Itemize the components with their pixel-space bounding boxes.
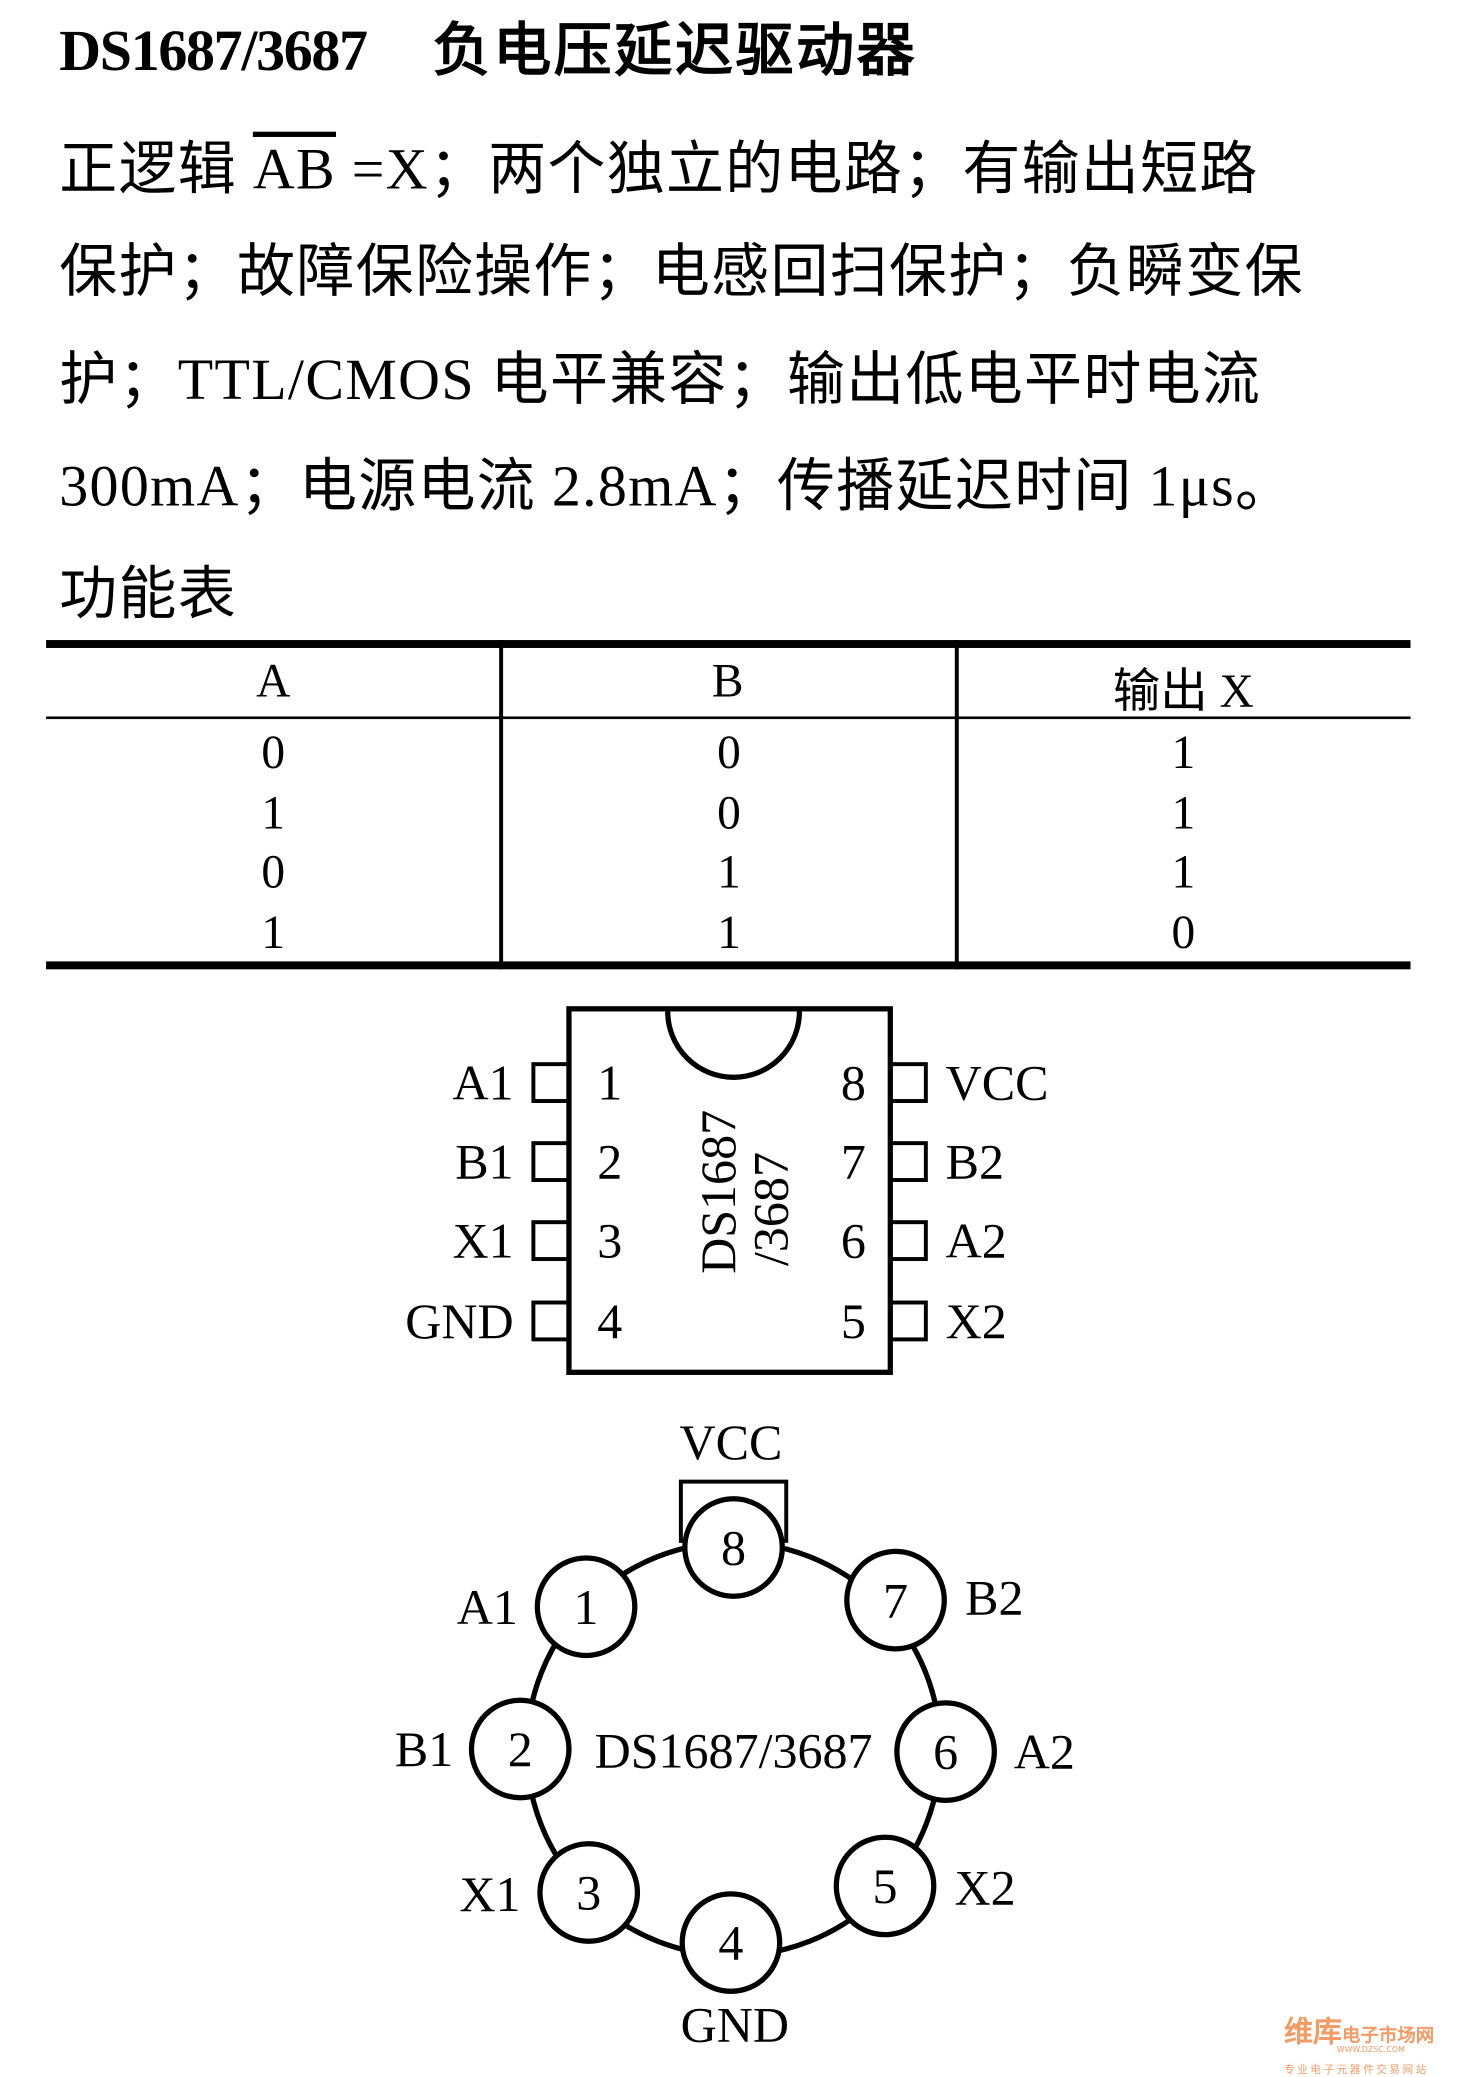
pin-name: B1 — [395, 1721, 453, 1777]
pin-name: X2 — [946, 1293, 1007, 1349]
pin-circle — [468, 1697, 572, 1801]
pin-name: A1 — [457, 1579, 518, 1635]
pin-lead — [888, 1300, 928, 1342]
pin-lead — [888, 1220, 928, 1262]
pin-number: 7 — [841, 1134, 866, 1190]
pin-number: 1 — [597, 1055, 622, 1111]
pin-name: GND — [681, 1996, 789, 2052]
table-cell: 1 — [261, 905, 286, 959]
column-divider — [954, 640, 959, 970]
pin-lead — [531, 1220, 571, 1262]
pin-name: A1 — [452, 1055, 513, 1111]
chip-notch — [665, 1011, 803, 1080]
pin-name: B2 — [965, 1570, 1023, 1626]
pin-name: B1 — [455, 1134, 513, 1190]
pin-circle — [894, 1700, 997, 1803]
pin-name: VCC — [679, 1414, 782, 1470]
pin-circle — [537, 1841, 641, 1944]
header-x: 输出 X — [1112, 665, 1254, 718]
description-line-2: 保护；故障保险操作；电感回扫保护；负瞬变保 — [59, 239, 1304, 305]
header-b: B — [711, 654, 744, 708]
description-line-3: 护；TTL/CMOS 电平兼容；输出低电平时电流 — [59, 347, 1262, 413]
pin-number: 6 — [841, 1213, 866, 1269]
text: 正逻辑 — [59, 136, 253, 202]
table-cell: 1 — [1171, 845, 1196, 899]
pin-number: 1 — [574, 1579, 599, 1635]
pin-name: B2 — [946, 1134, 1004, 1190]
pin-lead — [531, 1141, 571, 1183]
device-name: 负电压延迟驱动器 — [432, 18, 918, 83]
pin-circle — [833, 1834, 937, 1938]
table-cell: 1 — [261, 785, 286, 839]
pin-name: X2 — [955, 1859, 1016, 1915]
function-table: A B 输出 X 0 0 1 1 0 1 0 1 1 1 1 0 — [46, 640, 1411, 970]
table-cell: 1 — [1171, 725, 1196, 779]
pin-circle — [679, 1891, 783, 1994]
watermark: 维库电子市场网 WWW.DZSC.COM 专业电子元器件交易网站 — [1284, 2008, 1434, 2076]
table-caption: 功能表 — [59, 562, 238, 627]
table-cell: 1 — [1171, 785, 1196, 839]
pin-name: VCC — [946, 1055, 1049, 1111]
watermark-slogan: 专业电子元器件交易网站 — [1284, 2063, 1429, 2076]
dip-package: DS1687 /3687 1 A1 2 B1 3 X1 4 GND 8 VCC 7 B2 6 A2 5 X2 — [405, 1006, 1049, 1375]
overlined-ab: AB — [252, 136, 336, 202]
table-rule — [46, 716, 1411, 720]
pin-number: 5 — [873, 1858, 898, 1914]
part-number: DS1687/3687 — [59, 18, 368, 83]
pin-name: X1 — [452, 1213, 513, 1269]
table-rule — [46, 961, 1411, 970]
pin-number: 3 — [576, 1865, 601, 1921]
description-line-4: 300mA；电源电流 2.8mA；传播延迟时间 1μs。 — [59, 454, 1295, 519]
pin-number: 8 — [841, 1055, 866, 1111]
pin-number: 8 — [721, 1520, 746, 1576]
pin-circle — [844, 1548, 947, 1652]
pin-circle — [534, 1555, 638, 1659]
pin-number: 2 — [597, 1134, 622, 1190]
watermark-brand: 维库 — [1284, 2016, 1343, 2050]
chip-body — [566, 1006, 893, 1375]
table-rule — [46, 640, 1411, 648]
table-cell: 0 — [261, 845, 286, 899]
pin-number: 6 — [933, 1724, 958, 1780]
pin-number: 3 — [597, 1213, 622, 1269]
page-title: DS1687/3687 负电压延迟驱动器 — [59, 3, 917, 87]
pin-lead — [888, 1062, 928, 1103]
chip-label-1: DS1687 — [690, 1110, 746, 1274]
pin-lead — [888, 1141, 928, 1183]
pin-number: 4 — [597, 1293, 622, 1349]
pin-number: 5 — [841, 1293, 866, 1349]
watermark-sub: 电子市场网 — [1342, 2025, 1435, 2047]
table-cell: 1 — [717, 845, 741, 899]
watermark-url: WWW.DZSC.COM — [1336, 2045, 1405, 2055]
description-line-1: 正逻辑 AB =X；两个独立的电路；有输出短路 — [59, 121, 1258, 205]
pin-circle — [682, 1496, 785, 1599]
pin-number: 2 — [508, 1721, 533, 1777]
pin-name: GND — [405, 1293, 513, 1349]
pin-name: A2 — [946, 1213, 1007, 1269]
text: =X；两个独立的电路；有输出短路 — [335, 136, 1259, 202]
pin-name: A2 — [1014, 1724, 1075, 1780]
header-a: A — [256, 654, 291, 708]
can-center-label: DS1687/3687 — [595, 1722, 873, 1778]
table-cell: 0 — [717, 785, 741, 839]
column-divider — [499, 640, 504, 970]
pin-name: X1 — [459, 1866, 520, 1922]
table-cell: 1 — [717, 905, 741, 959]
pin-lead — [531, 1300, 571, 1342]
table-cell: 0 — [1171, 905, 1196, 959]
chip-label-2: /3687 — [743, 1152, 799, 1266]
pin-number: 4 — [718, 1915, 743, 1971]
pin-lead — [531, 1062, 571, 1103]
table-cell: 0 — [261, 725, 286, 779]
pin-number: 7 — [883, 1572, 908, 1628]
table-cell: 0 — [717, 725, 741, 779]
